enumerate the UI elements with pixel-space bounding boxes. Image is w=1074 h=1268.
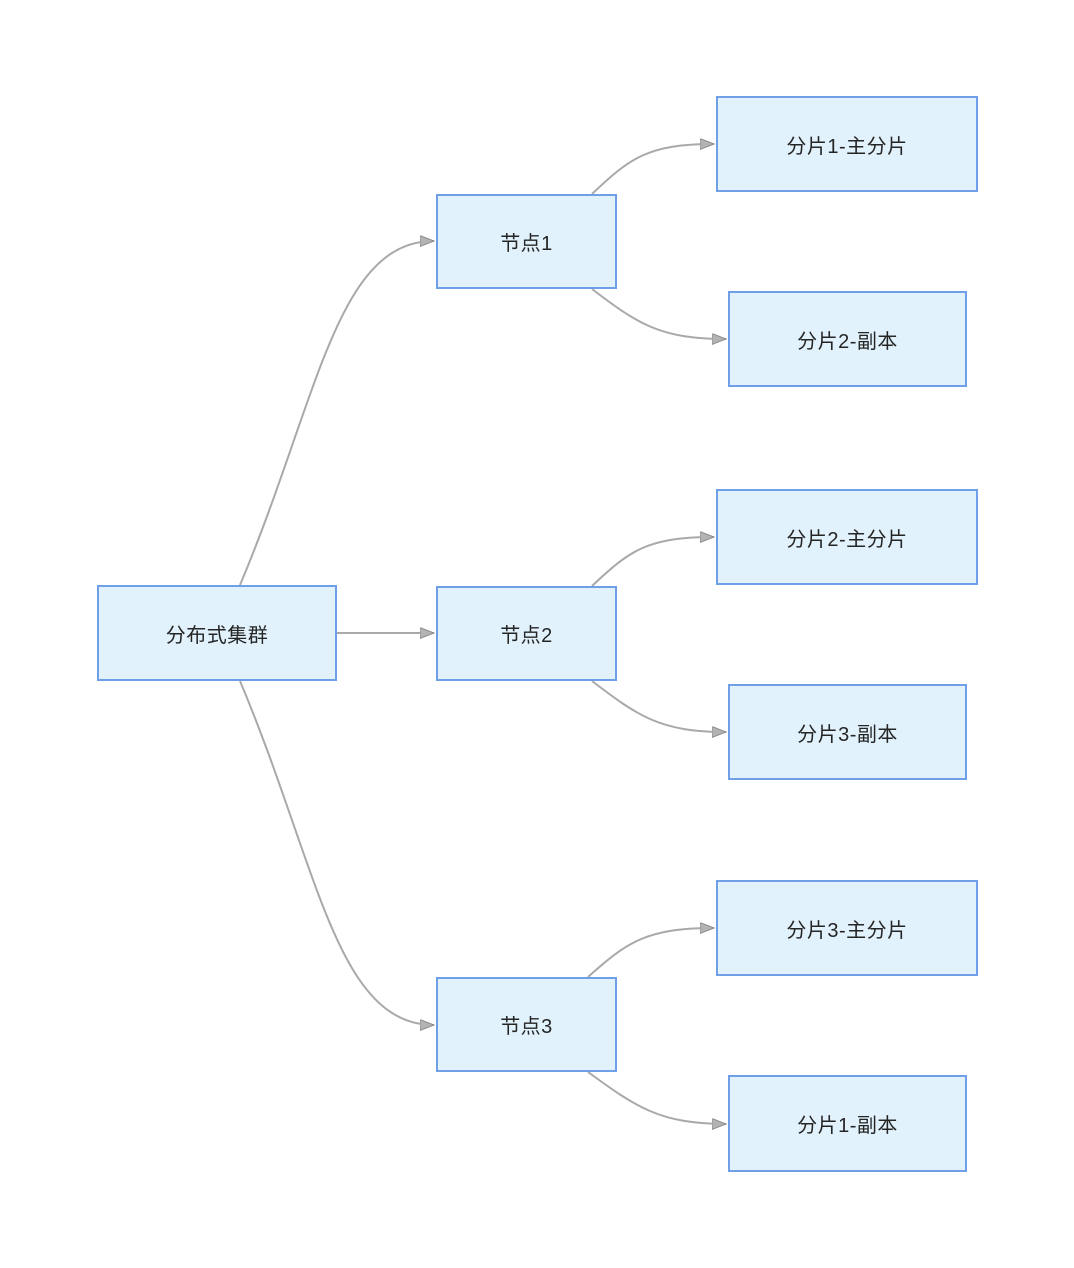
node-shard2-replica: 分片2-副本: [728, 291, 967, 387]
node-shard3-primary: 分片3-主分片: [716, 880, 978, 976]
node-distributed-cluster: 分布式集群: [97, 585, 337, 681]
node-shard2-replica-label: 分片2-副本: [797, 330, 898, 353]
edge-node2-shard2-primary: [591, 537, 714, 587]
node-3-label: 节点3: [500, 1016, 553, 1038]
edge-node1-shard2-replica: [591, 288, 726, 339]
node-distributed-cluster-label: 分布式集群: [165, 624, 269, 647]
edge-node1-shard1-primary: [591, 144, 714, 195]
node-shard3-replica: 分片3-副本: [728, 684, 967, 780]
edge-node3-shard1-replica: [587, 1071, 726, 1124]
edge-node3-shard3-primary: [587, 928, 714, 978]
node-shard3-replica-label: 分片3-副本: [797, 723, 898, 746]
node-2-label: 节点2: [500, 625, 553, 647]
node-shard2-primary: 分片2-主分片: [716, 489, 978, 585]
node-2: 节点2: [436, 586, 617, 681]
edge-root-node1: [239, 241, 434, 586]
node-shard3-primary-label: 分片3-主分片: [786, 919, 908, 942]
node-shard1-replica: 分片1-副本: [728, 1075, 967, 1172]
edge-node2-shard3-replica: [591, 680, 726, 732]
node-shard1-replica-label: 分片1-副本: [797, 1115, 898, 1137]
node-1-label: 节点1: [500, 233, 553, 255]
node-shard1-primary: 分片1-主分片: [716, 96, 978, 192]
edge-root-node3: [239, 680, 434, 1025]
node-1: 节点1: [436, 194, 617, 289]
node-shard2-primary-label: 分片2-主分片: [786, 528, 908, 551]
node-3: 节点3: [436, 977, 617, 1072]
node-shard1-primary-label: 分片1-主分片: [786, 135, 908, 158]
